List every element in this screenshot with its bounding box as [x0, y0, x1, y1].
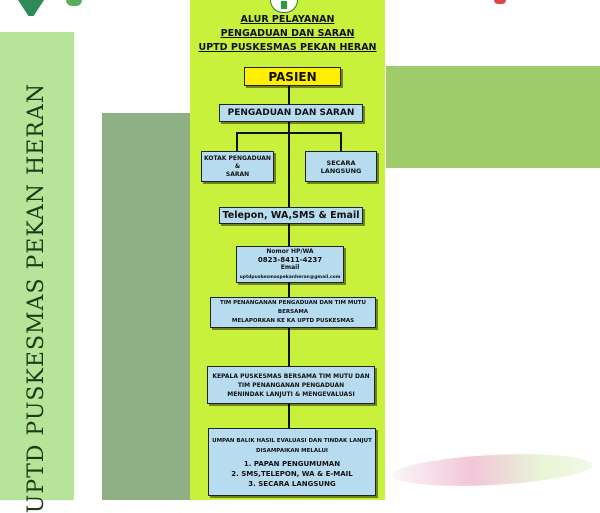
connector-line	[236, 132, 238, 151]
umpan-item-1: 1. PAPAN PENGUMUMAN	[243, 459, 341, 468]
tim-line-1: TIM PENANGANAN PENGADUAN DAN TIM MUTU BE…	[219, 300, 367, 315]
contact-box: Nomor HP/WA 0823-8411-4237 Email uptdpus…	[236, 246, 344, 283]
kepala-line-1: KEPALA PUSKESMAS BERSAMA TIM MUTU DAN	[212, 372, 370, 380]
tim-line-2: MELAPORKAN KE KA UPTD PUSKESMAS	[231, 318, 355, 324]
connector-line	[288, 328, 290, 366]
sage-block	[102, 113, 192, 500]
flow-title-line-3: UPTD PUSKESMAS PEKAN HERAN	[198, 42, 377, 53]
umpan-item-3: 3. SECARA LANGSUNG	[248, 479, 336, 488]
kotak-line-3: SARAN	[225, 170, 250, 178]
kepala-puskesmas-box: KEPALA PUSKESMAS BERSAMA TIM MUTU DAN TI…	[207, 366, 375, 404]
connector-line	[288, 86, 290, 104]
umpan-line-2: DISAMPAIKAN MELALUI	[256, 447, 328, 454]
pasien-label: PASIEN	[268, 69, 317, 84]
pengaduan-label: PENGADUAN DAN SARAN	[227, 108, 355, 118]
langsung-label: SECARA LANGSUNG	[320, 158, 362, 175]
connector-line	[288, 404, 290, 428]
pasien-box: PASIEN	[244, 67, 341, 86]
email-label: Email	[280, 263, 300, 271]
pengaduan-box: PENGADUAN DAN SARAN	[219, 104, 363, 122]
hp-label: Nomor HP/WA	[266, 247, 314, 255]
kepala-line-3: MENINDAK LANJUTI & MENGEVALUASI	[227, 390, 355, 398]
puskesmas-logo-icon	[270, 0, 298, 13]
secara-langsung-box: SECARA LANGSUNG	[305, 151, 377, 182]
connector-line	[288, 122, 290, 132]
flow-title-line-1: ALUR PELAYANAN	[240, 14, 335, 25]
connector-line	[288, 132, 290, 207]
flow-title-line-2: PENGADUAN DAN SARAN	[220, 28, 355, 39]
connector-line	[288, 283, 290, 297]
telepon-box: Telepon, WA,SMS & Email	[219, 207, 363, 224]
side-title: UPTD PUSKESMAS PEKAN HERAN	[4, 83, 68, 513]
flowchart-poster: ALUR PELAYANAN PENGADUAN DAN SARAN UPTD …	[190, 0, 385, 500]
olive-block	[386, 66, 600, 168]
connector-line	[340, 132, 342, 151]
umpan-item-2: 2. SMS,TELEPON, WA & E-MAIL	[231, 469, 353, 478]
hp-number: 0823-8411-4237	[257, 255, 323, 264]
kotak-line-1: KOTAK PENGADUAN	[204, 154, 271, 162]
logo-left-secondary-icon	[66, 0, 82, 6]
telepon-label: Telepon, WA,SMS & Email	[222, 210, 360, 221]
side-title-text: UPTD PUSKESMAS PEKAN HERAN	[23, 82, 49, 513]
kepala-line-2: TIM PENANGANAN PENGADUAN	[237, 381, 345, 389]
tim-penanganan-box: TIM PENANGANAN PENGADUAN DAN TIM MUTU BE…	[210, 297, 376, 328]
logo-left-icon	[18, 0, 44, 16]
left-green-panel	[0, 32, 74, 500]
umpan-balik-box: UMPAN BALIK HASIL EVALUASI DAN TINDAK LA…	[208, 428, 376, 496]
umpan-line-1: UMPAN BALIK HASIL EVALUASI DAN TINDAK LA…	[212, 437, 372, 444]
email-address: uptdpuskesmaspekanheran@gmail.com	[239, 274, 341, 280]
logo-right-icon	[494, 0, 506, 4]
connector-line	[288, 224, 290, 246]
brush-stroke-decoration	[391, 449, 593, 491]
kotak-pengaduan-box: KOTAK PENGADUAN & SARAN	[201, 151, 274, 182]
kotak-line-2: &	[234, 162, 241, 170]
